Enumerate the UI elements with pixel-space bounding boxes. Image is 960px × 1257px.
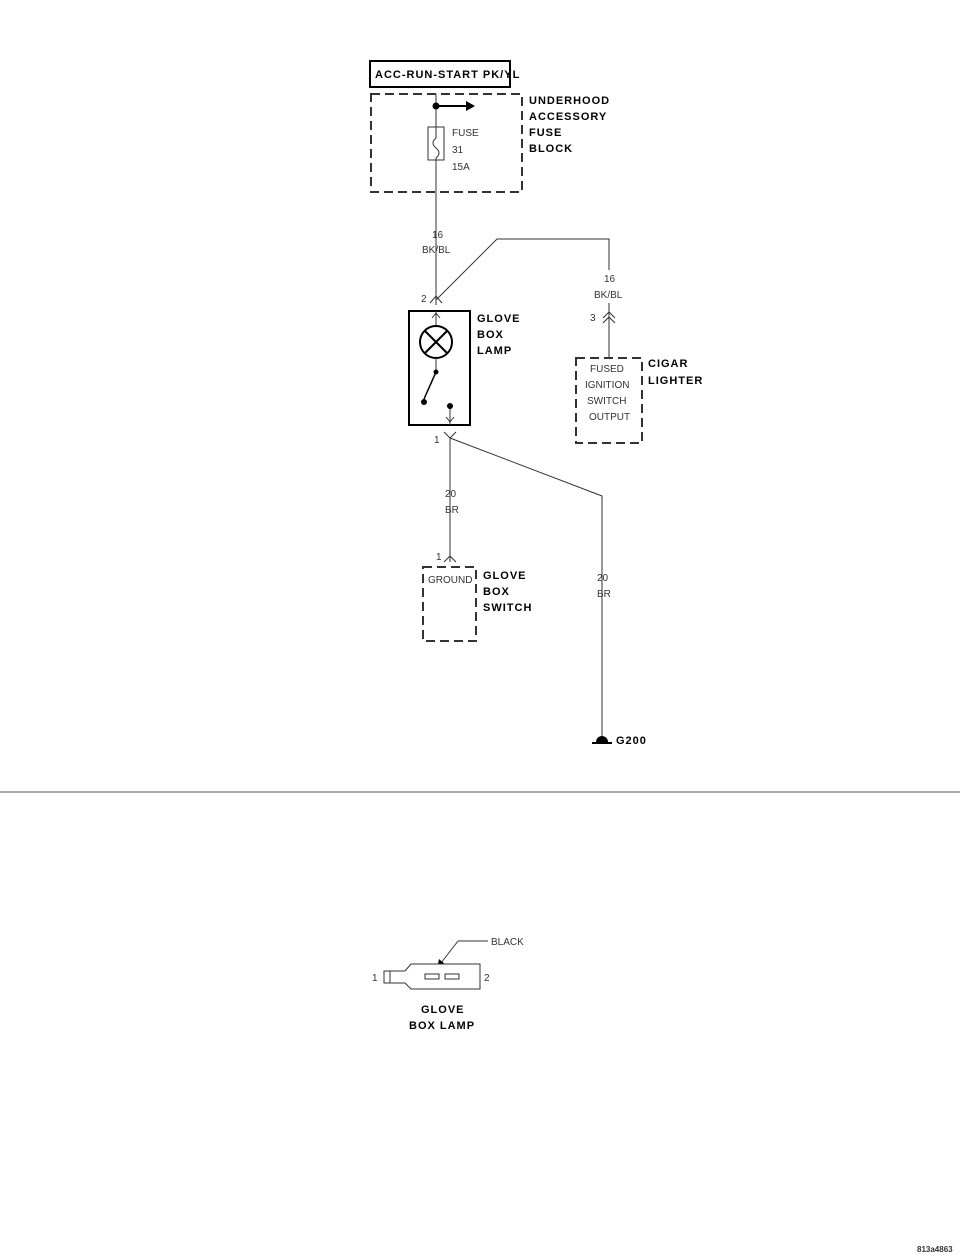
- svg-text:LIGHTER: LIGHTER: [648, 375, 703, 387]
- svg-text:ACCESSORY: ACCESSORY: [529, 111, 607, 123]
- svg-text:IGNITION: IGNITION: [585, 380, 629, 391]
- connector-pin-left: 1: [372, 973, 378, 984]
- cigar-lighter-inner: FUSED IGNITION SWITCH OUTPUT: [585, 364, 630, 423]
- cigar-lighter-name: CIGAR LIGHTER: [648, 358, 703, 387]
- switch-pin-number: 1: [436, 552, 442, 563]
- wire-a-color: BK/BL: [422, 245, 451, 256]
- svg-text:FUSE: FUSE: [452, 128, 479, 139]
- wire-b-gauge: 16: [604, 274, 616, 285]
- wire-d-gauge: 20: [597, 573, 609, 584]
- switch-contact-icon: [421, 369, 439, 405]
- connector-name-line1: GLOVE: [421, 1004, 465, 1016]
- glove-lamp-name: GLOVE BOX LAMP: [477, 313, 521, 357]
- lamp-connector-bottom-icon: [443, 431, 457, 439]
- fuse-info: FUSE 31 15A: [452, 128, 479, 173]
- cigar-branch-wire: [435, 238, 610, 301]
- fuse-block-name: UNDERHOOD ACCESSORY FUSE BLOCK: [529, 95, 610, 155]
- ground-icon: [592, 736, 612, 744]
- lamp-connector-top-icon: [429, 295, 443, 304]
- wire-c-color: BR: [445, 505, 459, 516]
- power-source-label: ACC-RUN-START PK/YL: [375, 69, 520, 81]
- glove-switch-name: GLOVE BOX SWITCH: [483, 570, 532, 614]
- svg-text:BOX: BOX: [483, 586, 510, 598]
- figure-id: 813a4863: [917, 1245, 953, 1254]
- wire-c-gauge: 20: [445, 489, 457, 500]
- pin-cavity: [444, 973, 460, 980]
- wire-b-color: BK/BL: [594, 290, 623, 301]
- connector-view: BLACK 1 2 GLOVE BOX LAMP: [372, 937, 524, 1032]
- svg-text:FUSE: FUSE: [529, 127, 562, 139]
- glove-switch-inner: GROUND: [428, 575, 472, 586]
- svg-text:CIGAR: CIGAR: [648, 358, 688, 370]
- svg-text:OUTPUT: OUTPUT: [589, 412, 630, 423]
- lamp-pin-top: 2: [421, 294, 427, 305]
- power-source-box: [369, 60, 511, 88]
- connector-color-label: BLACK: [491, 937, 524, 948]
- continuation-arrow-icon: [466, 101, 475, 111]
- svg-text:UNDERHOOD: UNDERHOOD: [529, 95, 610, 107]
- ground-wire: [449, 437, 603, 736]
- svg-text:LAMP: LAMP: [477, 345, 512, 357]
- lamp-terminal-dot: [447, 403, 453, 409]
- svg-text:SWITCH: SWITCH: [587, 396, 626, 407]
- svg-text:FUSED: FUSED: [590, 364, 624, 375]
- svg-text:31: 31: [452, 145, 464, 156]
- lamp-bulb-icon: [419, 325, 453, 359]
- connector-name-line2: BOX LAMP: [409, 1020, 475, 1032]
- wire-d-color: BR: [597, 589, 611, 600]
- svg-text:SWITCH: SWITCH: [483, 602, 532, 614]
- lamp-arrow-down-icon: [445, 416, 455, 423]
- svg-text:BLOCK: BLOCK: [529, 143, 573, 155]
- svg-text:BOX: BOX: [477, 329, 504, 341]
- connector-pin-right: 2: [484, 973, 490, 984]
- cigar-lighter-box: [575, 357, 643, 444]
- pin-cavity: [424, 973, 440, 980]
- ground-label: G200: [616, 735, 647, 747]
- svg-text:15A: 15A: [452, 162, 470, 173]
- lamp-arrow-up-icon: [431, 312, 441, 319]
- wire-a-gauge: 16: [432, 230, 444, 241]
- glove-lamp-box: [408, 310, 471, 426]
- fuse-icon: [427, 126, 445, 161]
- svg-text:GLOVE: GLOVE: [477, 313, 521, 325]
- lamp-pin-bottom: 1: [434, 435, 440, 446]
- switch-connector-icon: [443, 555, 457, 563]
- glove-switch-box: [422, 566, 477, 642]
- cigar-connector-icon: [602, 311, 616, 324]
- fuse-block-box: [370, 93, 523, 193]
- svg-text:GLOVE: GLOVE: [483, 570, 527, 582]
- connector-shape: [383, 963, 481, 990]
- cigar-pin-number: 3: [590, 313, 596, 324]
